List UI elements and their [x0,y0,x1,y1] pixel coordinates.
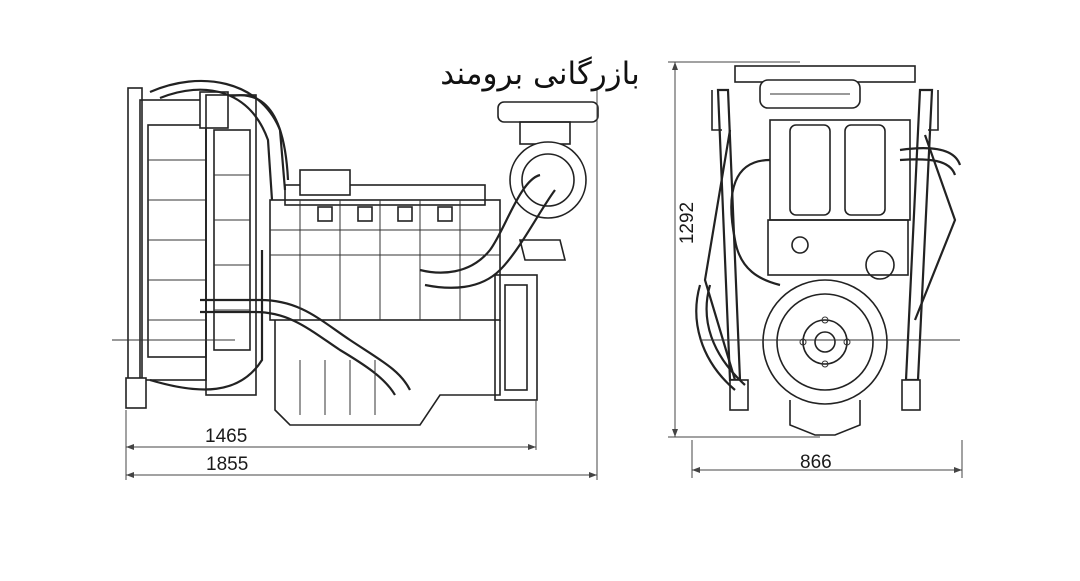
engine-block [269,199,501,321]
dimension-label-1855: 1855 [206,454,249,475]
side-view-engine [112,79,599,426]
fan-shroud [205,94,257,396]
flywheel-housing [494,274,538,401]
dimension-label-866: 866 [800,452,832,473]
watermark-text: بازرگانی برومند [440,56,640,92]
front-view-engine [695,65,962,436]
air-filter [497,101,599,123]
cylinder-head [769,119,911,221]
side-view-dimensions [125,90,598,480]
flywheel [762,279,888,405]
turbocharger [509,141,587,219]
front-view-dimensions [668,61,963,478]
dimension-label-1465: 1465 [205,426,248,447]
dimension-label-1292: 1292 [677,201,698,245]
